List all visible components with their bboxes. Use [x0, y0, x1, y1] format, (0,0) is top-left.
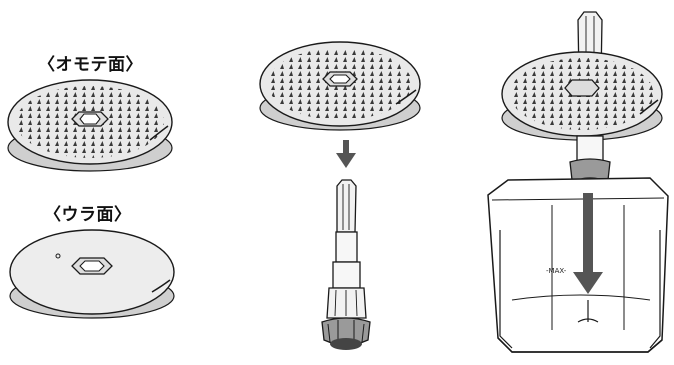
grater-disc-middle: [260, 42, 420, 130]
bowl: -MAX-: [488, 178, 668, 352]
disc-hub: [72, 112, 108, 126]
assembled-disc: [502, 12, 662, 187]
max-mark: -MAX-: [546, 267, 567, 275]
grater-disc-back: [10, 230, 174, 318]
grater-disc-front: [8, 80, 172, 171]
drive-shaft: [322, 180, 370, 350]
arrow-down-icon: [336, 140, 356, 168]
disc-hub-back: [72, 258, 112, 274]
